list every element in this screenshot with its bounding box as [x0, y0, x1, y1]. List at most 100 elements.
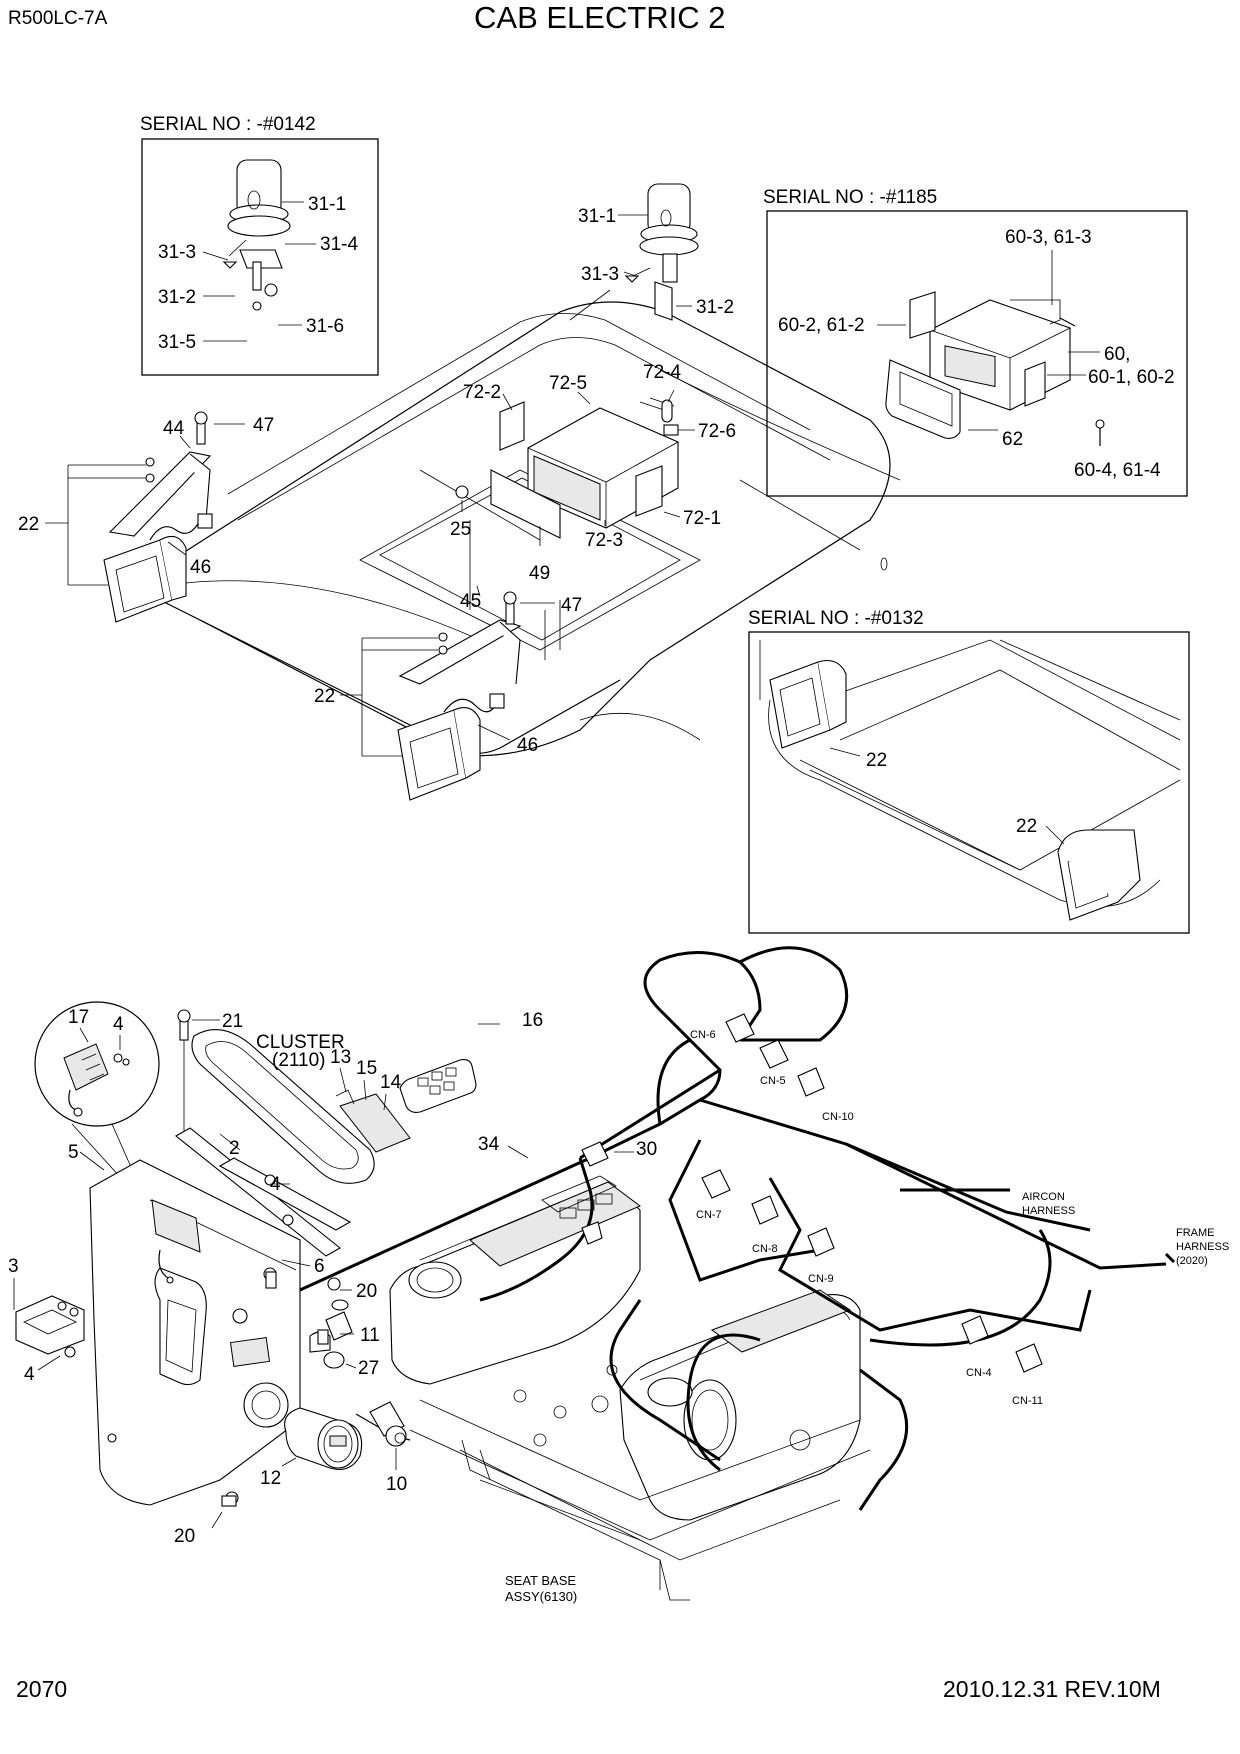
callout-60-1-60-2: 60-1, 60-2 — [1088, 367, 1175, 388]
callout-45: 45 — [460, 591, 481, 612]
callout-46-mid: 46 — [517, 735, 538, 756]
page-number: 2070 — [16, 1676, 67, 1702]
right-consoles-drawing — [389, 1175, 871, 1601]
callout-21: 21 — [222, 1011, 243, 1032]
callout-2: 2 — [229, 1138, 240, 1159]
worklamp-detail-lamp-2 — [1057, 829, 1141, 921]
callout-47-top: 47 — [253, 415, 274, 436]
callout-13: 13 — [330, 1047, 351, 1068]
connector-cn-7: CN-7 — [696, 1209, 722, 1221]
callout-25: 25 — [450, 519, 471, 540]
callout-31-1-box: 31-1 — [308, 194, 346, 215]
note-seat-base-1: SEAT BASE — [505, 1573, 576, 1588]
callout-31-3: 31-3 — [581, 264, 619, 285]
callout-22-detail-1: 22 — [866, 750, 887, 771]
callout-31-6-box: 31-6 — [306, 316, 344, 337]
roof-radio-drawing — [455, 397, 679, 539]
callout-6: 6 — [314, 1256, 325, 1277]
callout-22-top: 22 — [18, 514, 39, 535]
note-seat-base-2: ASSY(6130) — [505, 1589, 577, 1604]
note-cluster-ref: (2110) — [272, 1050, 326, 1071]
note-aircon-harness-1: AIRCON — [1022, 1191, 1065, 1203]
connector-cn-5: CN-5 — [760, 1075, 786, 1087]
note-frame-harness-1: FRAME — [1176, 1227, 1215, 1239]
model-name: R500LC-7A — [8, 8, 108, 29]
callout-60-2-61-2: 60-2, 61-2 — [778, 315, 865, 336]
callout-30: 30 — [636, 1139, 657, 1160]
callout-15: 15 — [356, 1058, 377, 1079]
wiring-harness — [299, 946, 1167, 1511]
callout-47-mid: 47 — [561, 595, 582, 616]
detail-frame-beacon — [141, 138, 379, 376]
connector-cn-8: CN-8 — [752, 1243, 778, 1255]
date-revision: 2010.12.31 REV.10M — [943, 1676, 1161, 1702]
callout-72-6: 72-6 — [698, 421, 736, 442]
callout-12: 12 — [260, 1468, 281, 1489]
connector-cn-6: CN-6 — [690, 1029, 716, 1041]
callout-5: 5 — [68, 1142, 79, 1163]
note-cluster: CLUSTER — [256, 1032, 345, 1053]
serial-label-worklamp: SERIAL NO : -#0132 — [748, 608, 924, 629]
callout-17: 17 — [68, 1007, 89, 1028]
callout-60-3-61-3: 60-3, 61-3 — [1005, 227, 1092, 248]
connector-cn-4: CN-4 — [966, 1367, 992, 1379]
connector-cn-10: CN-10 — [822, 1111, 854, 1123]
beacon-lamp-drawing — [222, 159, 291, 311]
left-console-drawing — [89, 1159, 301, 1506]
callout-20-bottom: 20 — [174, 1526, 195, 1547]
callout-27: 27 — [358, 1358, 379, 1379]
callout-31-2: 31-2 — [696, 297, 734, 318]
callout-4-bracket: 4 — [270, 1174, 281, 1195]
callout-4-circle: 4 — [113, 1014, 124, 1035]
beacon-detail-box: SERIAL NO : -#0142 31-1 31-3 31-4 31-2 3… — [140, 114, 379, 376]
callout-72-1: 72-1 — [683, 508, 721, 529]
callout-34: 34 — [478, 1134, 500, 1155]
callout-22-mid: 22 — [314, 686, 335, 707]
detail-frame-worklamp — [748, 631, 1190, 934]
callout-60-4-61-4: 60-4, 61-4 — [1074, 460, 1161, 481]
beacon-on-roof-drawing — [624, 183, 699, 321]
callout-72-5: 72-5 — [549, 373, 587, 394]
radio-unit-drawing — [885, 291, 1105, 446]
callout-72-4: 72-4 — [643, 362, 681, 383]
note-frame-harness-3: (2020) — [1176, 1255, 1208, 1267]
callout-31-1: 31-1 — [578, 206, 616, 227]
harness-connectors — [581, 1013, 1176, 1373]
callout-14: 14 — [380, 1072, 402, 1093]
switch-detail-circle — [34, 1001, 160, 1211]
callout-10: 10 — [386, 1474, 407, 1495]
callout-49: 49 — [529, 563, 550, 584]
callout-20-right: 20 — [356, 1281, 377, 1302]
cluster-and-bracket-drawing — [175, 1009, 477, 1289]
serial-label-beacon: SERIAL NO : -#0142 — [140, 114, 316, 135]
worklamp-left-drawing — [103, 411, 213, 623]
panel-components-drawing — [221, 1277, 411, 1507]
callout-11: 11 — [360, 1325, 380, 1346]
callout-72-3: 72-3 — [585, 530, 623, 551]
serial-label-radio: SERIAL NO : -#1185 — [763, 187, 937, 208]
callout-46-top: 46 — [190, 557, 211, 578]
radio-detail-box: SERIAL NO : -#1185 60-3, 61-3 60-2, 61-2… — [763, 187, 1188, 497]
callout-16: 16 — [522, 1010, 543, 1031]
callout-31-2-box: 31-2 — [158, 287, 196, 308]
callout-44: 44 — [163, 418, 185, 439]
callout-31-3-box: 31-3 — [158, 242, 196, 263]
callout-3: 3 — [8, 1256, 19, 1277]
callout-62: 62 — [1002, 429, 1023, 450]
callout-31-4-box: 31-4 — [320, 234, 358, 255]
callout-22-detail-2: 22 — [1016, 816, 1037, 837]
callout-72-2: 72-2 — [463, 382, 501, 403]
worklamp-detail-box: SERIAL NO : -#0132 22 22 — [748, 608, 1190, 934]
worklamp-detail-lamp-1 — [769, 659, 847, 749]
page-title: CAB ELECTRIC 2 — [474, 0, 726, 35]
callout-4-bottom-left: 4 — [24, 1364, 35, 1385]
bracket-3-drawing — [15, 1295, 85, 1358]
detail-frame-radio — [766, 210, 1188, 497]
callout-31-5-box: 31-5 — [158, 332, 196, 353]
note-frame-harness-2: HARNESS — [1176, 1241, 1229, 1253]
connector-cn-11: CN-11 — [1012, 1395, 1043, 1407]
connector-cn-9: CN-9 — [808, 1273, 834, 1285]
callout-60: 60, — [1104, 344, 1130, 365]
note-aircon-harness-2: HARNESS — [1022, 1205, 1075, 1217]
